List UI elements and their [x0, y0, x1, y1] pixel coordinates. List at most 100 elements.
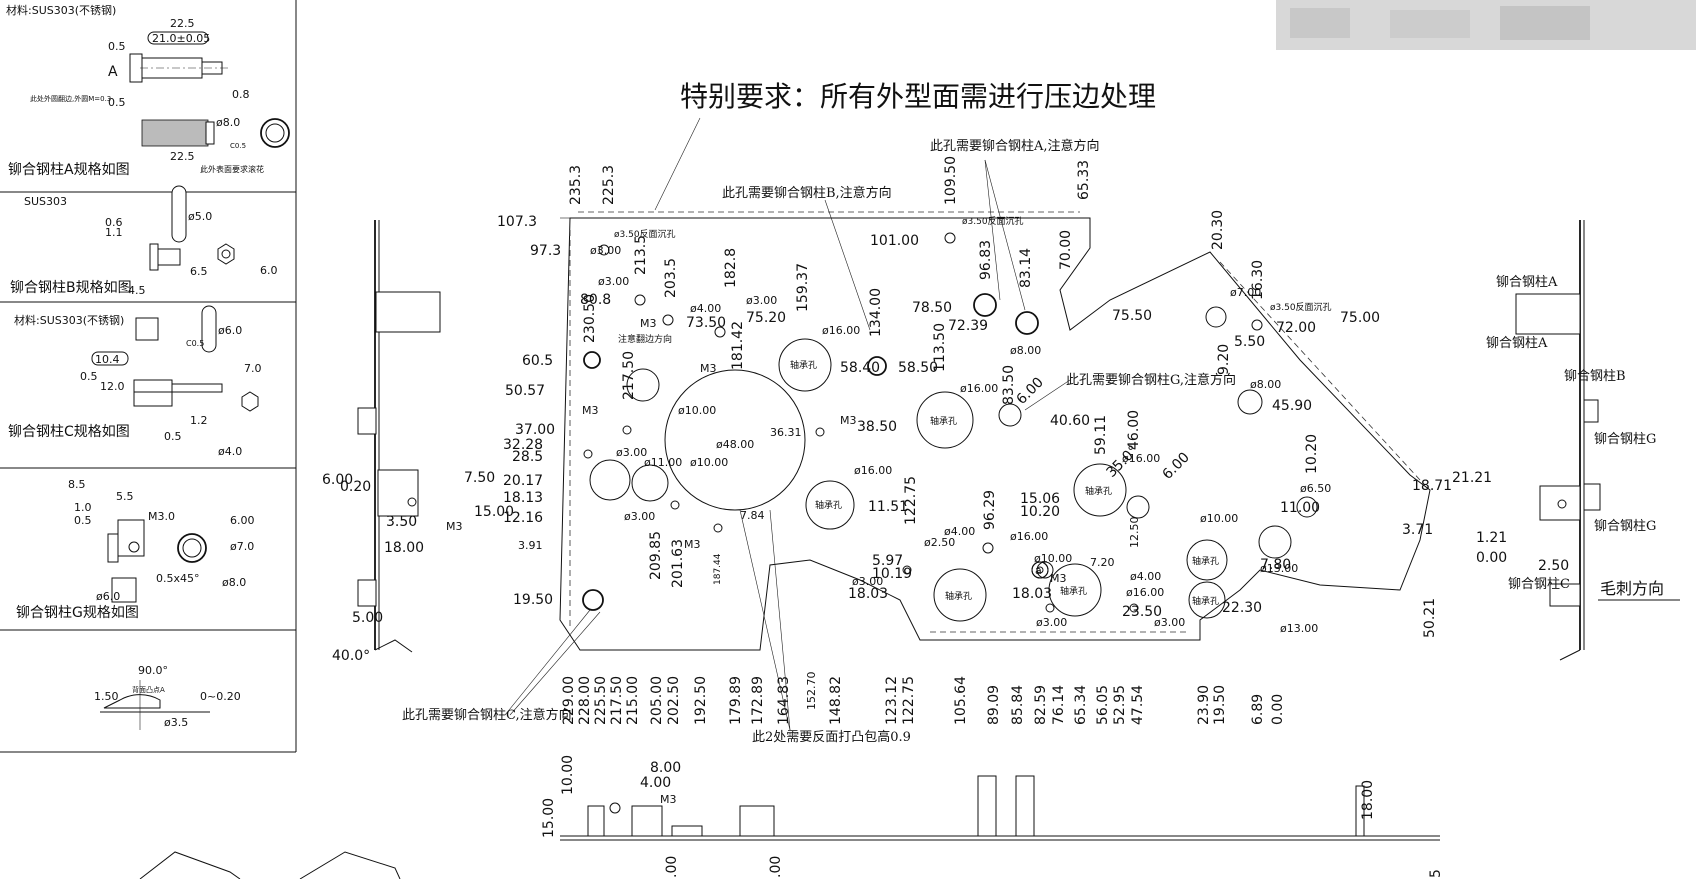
- hole-label-22: ø2.50: [924, 536, 955, 549]
- main-left-dim-0: 107.3: [497, 214, 537, 230]
- bottom-dim-1000: 10.00: [560, 755, 576, 795]
- main-right-dim-16: 10.20: [1304, 434, 1320, 474]
- rivet-g-dim-dia8: ø8.0: [222, 576, 246, 589]
- main-bottom-dim-2: 225.50: [593, 676, 609, 725]
- inline-dim-15: 201.63: [670, 539, 686, 588]
- main-right-dim-1: 72.00: [1276, 320, 1316, 336]
- rivet-g-dim-m3: M3.0: [148, 510, 175, 523]
- hole-label-18: ø10.00: [1200, 512, 1238, 525]
- main-bottom-dim-22: 52.95: [1112, 685, 1128, 725]
- main-right-dim-4: 40.60: [1050, 413, 1090, 429]
- main-bottom-dim-16: 89.09: [986, 685, 1002, 725]
- side-dim-350: 3.50: [386, 514, 417, 530]
- main-top-dim-19: 59.11: [1093, 415, 1109, 455]
- right-side-view: 铆合钢柱A 铆合钢柱A 铆合钢柱B 铆合钢柱G 铆合钢柱G 铆合钢柱C 2.50: [1486, 220, 1656, 661]
- bearing-label-1: 轴承孔: [790, 359, 817, 371]
- main-right-dim-11: 18.71: [1412, 478, 1452, 494]
- main-left-dim-2: 80.8: [580, 292, 611, 308]
- inline-dim-13: 18.03: [848, 586, 888, 602]
- main-left-dim-4: 50.57: [505, 383, 545, 399]
- main-bottom-dim-10: 164.83: [776, 676, 792, 725]
- rivet-a-dim-dia8: ø8.0: [216, 116, 240, 129]
- rivet-c-dim-70: 7.0: [244, 362, 262, 375]
- hole-label-35: M3: [1050, 572, 1067, 585]
- rivet-a-dim-08: 0.8: [232, 88, 250, 101]
- hole-label-1: ø3.00: [598, 275, 629, 288]
- main-right-dim-21: 6.00: [1160, 449, 1193, 482]
- rivet-c-dim-05b: 0.5: [164, 430, 182, 443]
- right-label-0: 铆合钢柱A: [1496, 275, 1558, 290]
- main-left-dim-12: 19.50: [513, 592, 553, 608]
- note-countersink-3: ø3.50反面沉孔: [1270, 302, 1332, 313]
- main-bottom-dim-25: 19.50: [1212, 685, 1228, 725]
- bottom-dim-00b: .00: [768, 856, 784, 878]
- emboss-dim-angle: 90.0°: [138, 664, 168, 677]
- main-inline-dims: 101.00 78.50 72.39 73.50 75.20 58.40 58.…: [648, 233, 1060, 602]
- rivet-a-dim-length: 22.5: [170, 17, 195, 30]
- side-dim-020: 0.20: [340, 479, 371, 495]
- inline-dim-9: 15.06: [1020, 491, 1060, 507]
- rivet-c-spec: 材料:SUS303(不锈钢) 10.4 0.5 12.0 ø6.0 C0.5 7…: [8, 305, 262, 458]
- main-top-dims: 235.3 225.3 213.5 203.5 182.8 159.37 134…: [568, 156, 1266, 530]
- main-hole-callouts: ø3.00 ø3.00 ø4.00 ø3.00 ø16.00 ø8.00 ø7.…: [582, 244, 1331, 635]
- rivet-a-dim-05b: 0.5: [108, 96, 126, 109]
- main-top-dim-16: 181.42: [730, 321, 746, 370]
- right-label-2: 铆合钢柱B: [1564, 369, 1626, 384]
- hole-label-24: ø10.00: [1034, 552, 1072, 565]
- rivet-b-dim-65: 6.5: [190, 265, 208, 278]
- inline-dim-17: 187.44: [713, 553, 723, 585]
- main-plate-view: 轴承孔 轴承孔 轴承孔 轴承孔 轴承孔 轴承孔 轴承孔 轴承孔 a: [504, 117, 1431, 731]
- main-top-dim-15: 217.50: [621, 351, 637, 400]
- hole-label-27: ø3.00: [1154, 616, 1185, 629]
- main-right-dim-10: 21.21: [1452, 470, 1492, 486]
- emboss-dim-dia: ø3.5: [164, 716, 188, 729]
- inline-dim-0: 101.00: [870, 233, 919, 249]
- main-top-dim-5: 159.37: [795, 263, 811, 312]
- rivet-b-spec: SUS303 0.6 1.1 ø5.0 6.5 6.0 4.5 铆合钢柱B规格如…: [10, 185, 278, 297]
- rivet-a-small-note: 此处外圆翻边,外圆M=0.3: [30, 94, 111, 103]
- right-label-5: 铆合钢柱C: [1508, 577, 1570, 592]
- rivet-c-dim-dia6: ø6.0: [218, 324, 242, 337]
- hole-label-20: ø4.00: [944, 525, 975, 538]
- left-side-view: 6.00 0.20 7.50 3.50 15.00 18.00 M3 5.00 …: [322, 220, 514, 664]
- main-right-dim-2: 75.50: [1112, 308, 1152, 324]
- rivet-c-dim-120: 12.0: [100, 380, 125, 393]
- main-top-dim-3: 203.5: [663, 258, 679, 298]
- main-left-dims: 107.3 97.3 80.8 60.5 50.57 37.00 32.28 2…: [497, 214, 611, 608]
- rivet-g-dim-dia6: ø6.0: [96, 590, 120, 603]
- right-dim-250: 2.50: [1538, 558, 1569, 574]
- circle-a-mark: a: [1035, 564, 1042, 577]
- main-top-dim-17: 113.50: [932, 323, 948, 372]
- note-rivet-b-hole: 此孔需要铆合钢柱B,注意方向: [722, 185, 892, 201]
- rivet-g-dim-chamfer: 0.5x45°: [156, 572, 200, 585]
- rivet-g-dim-85: 8.5: [68, 478, 86, 491]
- note-burr-direction: 毛刺方向: [1600, 579, 1664, 598]
- main-top-dim-9: 83.14: [1018, 248, 1034, 288]
- emboss-dim-tol: 0~0.20: [200, 690, 241, 703]
- bottom-dim-1800: 18.00: [1360, 780, 1376, 820]
- rivet-c-caption: 铆合钢柱C规格如图: [8, 424, 130, 440]
- main-bottom-dim-26: 6.89: [1250, 694, 1266, 725]
- bottom-dim-400: 4.00: [640, 775, 671, 791]
- rivet-b-dim-dia5: ø5.0: [188, 210, 212, 223]
- rivet-c-dim-dia4: ø4.0: [218, 445, 242, 458]
- main-left-dim-5: 37.00: [515, 422, 555, 438]
- bottom-dim-1500: 15.00: [541, 798, 557, 838]
- hole-label-14: ø16.00: [854, 464, 892, 477]
- rivet-g-dim-600: 6.00: [230, 514, 255, 527]
- hole-label-32: M3: [582, 404, 599, 417]
- main-left-dim-3: 60.5: [522, 353, 553, 369]
- rivet-a-surface-note: 此外表面要求滚花: [200, 164, 264, 174]
- rivet-a-dim-length2: 22.5: [170, 150, 195, 163]
- emboss-detail: 90.0° 1.50 0~0.20 ø3.5 背面凸点A: [94, 664, 241, 730]
- main-right-dims: 75.00 72.00 75.50 45.90 40.60 11.00 11.5…: [868, 308, 1507, 638]
- hole-label-5: ø8.00: [1010, 344, 1041, 357]
- inline-dim-4: 75.20: [746, 310, 786, 326]
- main-bottom-dim-18: 82.59: [1033, 685, 1049, 725]
- inline-dim-14: 18.03: [1012, 586, 1052, 602]
- bottom-dim-00a: .00: [664, 856, 680, 878]
- side-dim-angle: 40.0°: [332, 648, 370, 664]
- main-right-dim-17: 9.20: [1216, 344, 1232, 375]
- main-bottom-dim-3: 217.50: [609, 676, 625, 725]
- bottom-view: 8.00 4.00 10.00 15.00 M3 18.00 .00 .00 5: [139, 755, 1444, 879]
